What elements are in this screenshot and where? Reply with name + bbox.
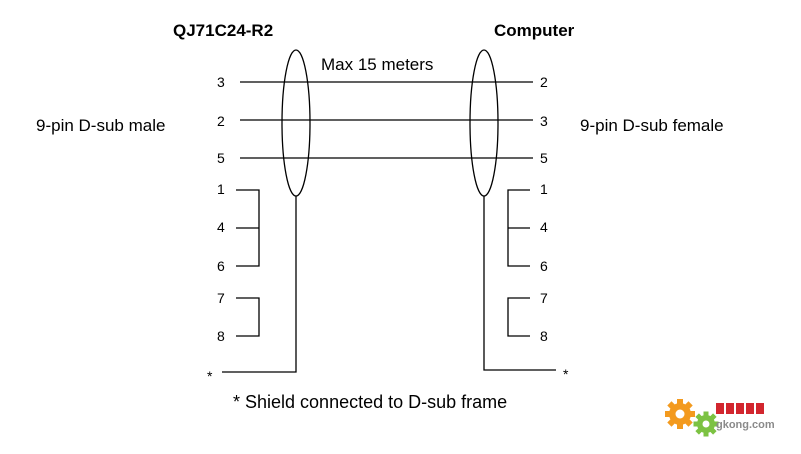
left-pin-label: 3	[217, 74, 225, 90]
left-shield-drain	[222, 196, 297, 373]
right-pin-label: 3	[540, 113, 548, 129]
left-pin-label: 1	[217, 181, 225, 197]
right-shield-ellipse	[469, 49, 499, 197]
right-shield-mark: *	[563, 366, 569, 382]
left-shield-mark: *	[207, 368, 213, 384]
right-connector-label: 9-pin D-sub female	[580, 116, 724, 135]
right-device-title: Computer	[494, 21, 575, 40]
left-pin-label: 2	[217, 113, 225, 129]
right-pin-label: 2	[540, 74, 548, 90]
green-gear-icon	[693, 411, 719, 437]
right-pin-label: 4	[540, 219, 548, 235]
left-jumper-7-8	[236, 297, 260, 337]
watermark-site: gkong.com	[716, 419, 775, 431]
left-pin-label: 5	[217, 150, 225, 166]
left-connector-label: 9-pin D-sub male	[36, 116, 165, 135]
watermark-logo: gkong.com	[665, 399, 775, 437]
right-pin-label: 5	[540, 150, 548, 166]
left-pin-label: 6	[217, 258, 225, 274]
right-pin-label: 7	[540, 290, 548, 306]
right-shield-drain	[483, 196, 556, 371]
right-pin-label: 6	[540, 258, 548, 274]
right-pin-label: 8	[540, 328, 548, 344]
left-device-title: QJ71C24-R2	[173, 21, 273, 40]
shield-footnote: * Shield connected to D-sub frame	[233, 392, 507, 412]
right-pin-label: 1	[540, 181, 548, 197]
left-pin-label: 4	[217, 219, 225, 235]
left-shield-ellipse	[281, 49, 311, 197]
right-jumper-7-8	[507, 297, 530, 337]
left-pin-label: 8	[217, 328, 225, 344]
cable-length-label: Max 15 meters	[321, 55, 433, 74]
left-pin-label: 7	[217, 290, 225, 306]
brand-wordmark	[716, 403, 764, 414]
orange-gear-icon	[665, 399, 695, 429]
